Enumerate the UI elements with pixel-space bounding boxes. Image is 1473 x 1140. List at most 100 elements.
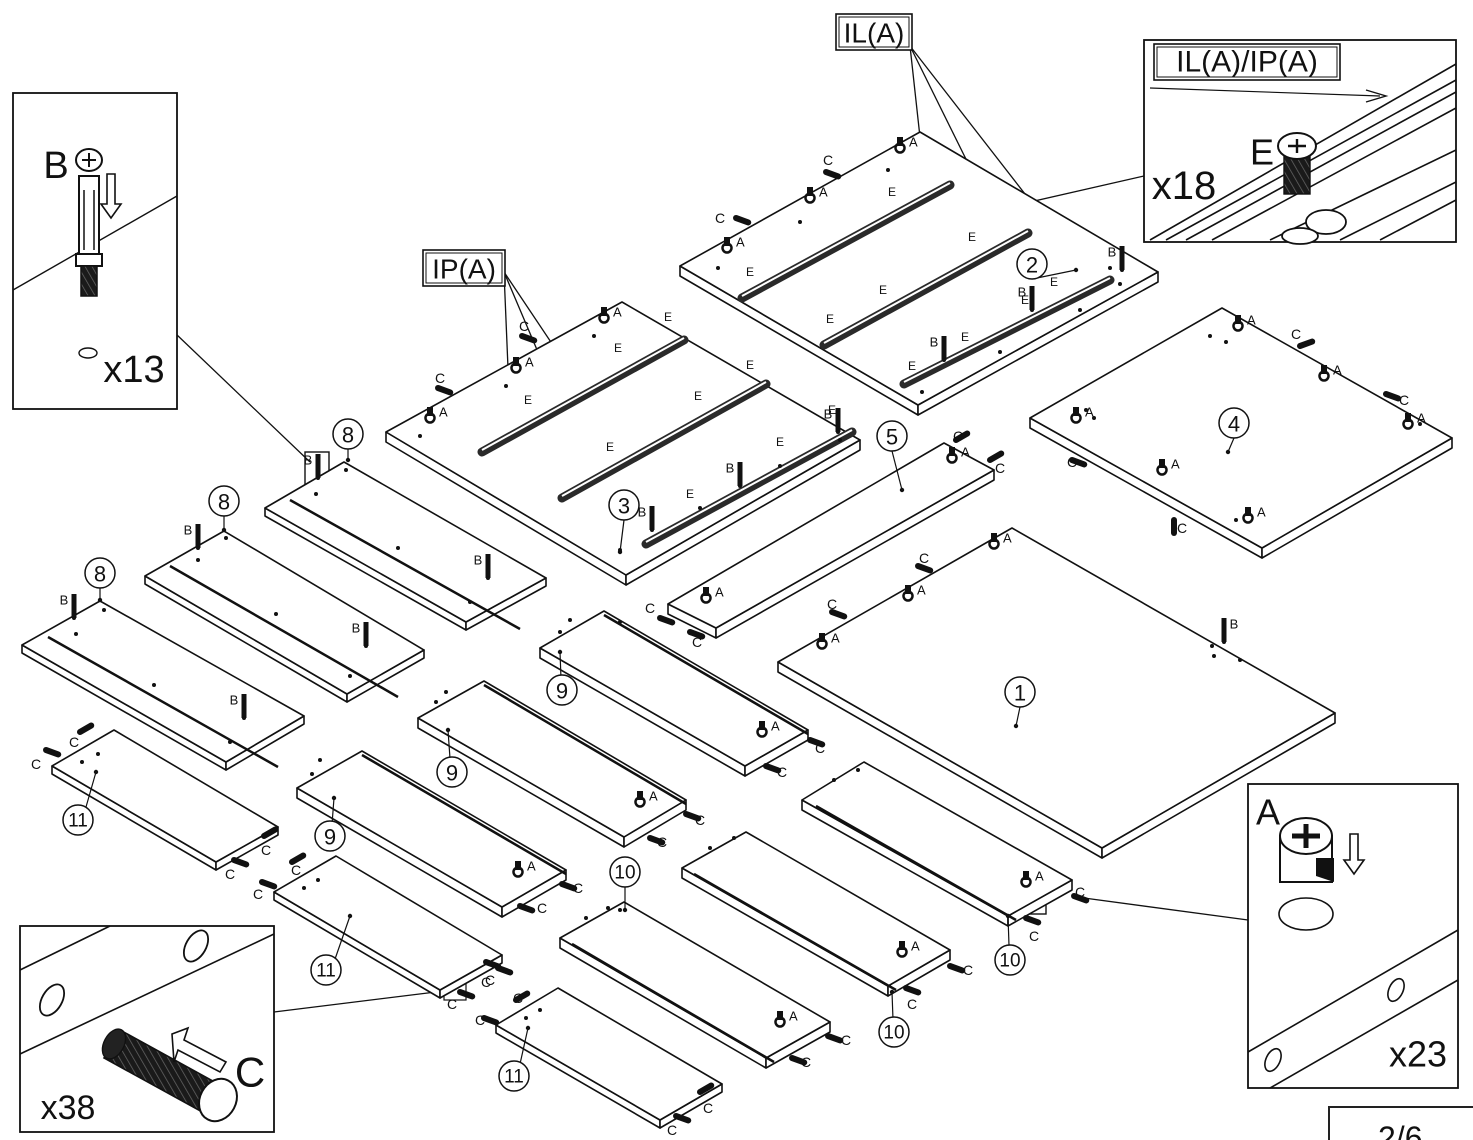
inset-cam-lock-qty: x23 bbox=[1389, 1034, 1447, 1075]
drill-hole bbox=[152, 683, 156, 687]
cam-bolt-slot bbox=[82, 153, 96, 167]
dowel-marker bbox=[673, 1113, 692, 1124]
part-leader bbox=[1227, 437, 1235, 453]
cam-lock-letter: A bbox=[771, 719, 780, 734]
cam-bolt-hole-icon bbox=[78, 347, 98, 359]
dowel-letter: C bbox=[481, 974, 491, 990]
panel-1-face bbox=[777, 527, 1336, 849]
cam-lock-letter: A bbox=[789, 1009, 798, 1024]
cam-bolt-letter: B bbox=[1230, 617, 1239, 632]
dowel-marker bbox=[261, 826, 279, 839]
cam-lock-letter: A bbox=[1171, 457, 1180, 472]
cam-bolt-marker bbox=[1221, 618, 1227, 642]
drill-hole bbox=[886, 168, 890, 172]
cam-bolt-hole bbox=[486, 576, 490, 580]
cam-bolt-hole bbox=[650, 528, 654, 532]
panel-groove bbox=[483, 683, 687, 806]
drill-hole bbox=[1078, 308, 1082, 312]
screw-letter: E bbox=[888, 185, 896, 199]
panel-9b-face bbox=[417, 680, 687, 838]
drill-hole bbox=[302, 886, 306, 890]
drill-hole bbox=[538, 1008, 542, 1012]
part-anchor-dot bbox=[1073, 267, 1079, 273]
screw-letter: E bbox=[828, 403, 836, 417]
dowel-back bbox=[101, 1028, 127, 1060]
dowel-marker bbox=[495, 965, 514, 976]
drill-hole bbox=[592, 334, 596, 338]
screw-letter: E bbox=[606, 440, 614, 454]
rail-2c-highlight bbox=[903, 277, 1111, 383]
part-anchor-dot bbox=[93, 769, 99, 775]
dowel-letter: C bbox=[953, 428, 963, 444]
cam-lock-notch bbox=[1316, 858, 1334, 882]
cam-lock-top bbox=[759, 721, 765, 730]
cam-lock-cross bbox=[1292, 824, 1320, 848]
drill-hole bbox=[1084, 408, 1088, 412]
dowel-marker bbox=[953, 430, 971, 443]
dowel-letter: C bbox=[1177, 520, 1187, 536]
inset-panel-edge bbox=[19, 933, 275, 1055]
screw-letter: E bbox=[746, 358, 754, 372]
panel-5 bbox=[667, 442, 995, 639]
part-leader bbox=[1015, 706, 1021, 727]
screw-letter: E bbox=[776, 435, 784, 449]
inset-panel-edge bbox=[1269, 979, 1459, 1089]
part-leader bbox=[619, 519, 625, 553]
cam-lock-top bbox=[899, 941, 905, 950]
dowel-marker bbox=[829, 609, 848, 620]
part-label-p3: 3 bbox=[618, 494, 630, 519]
cam-bolt-letter: B bbox=[352, 621, 361, 636]
callout-il-inner bbox=[838, 16, 910, 48]
dowel-letter: C bbox=[537, 900, 547, 916]
dowel-letter: C bbox=[291, 862, 301, 878]
part-anchor-dot bbox=[1005, 913, 1011, 919]
part-label-p11c: 11 bbox=[504, 1067, 524, 1088]
dowel-letter: C bbox=[657, 834, 667, 850]
part-label-circle-p3 bbox=[608, 489, 640, 521]
cam-lock-letter: A bbox=[909, 135, 918, 150]
drill-hole bbox=[344, 468, 348, 472]
dowel-letter: C bbox=[1067, 454, 1077, 470]
panel-1 bbox=[777, 527, 1336, 859]
panel-groove bbox=[47, 635, 279, 769]
dowel-letter: C bbox=[261, 842, 271, 858]
leader-dowel bbox=[273, 989, 453, 1013]
rail-3c-highlight bbox=[645, 429, 853, 543]
rail-3b-highlight bbox=[561, 381, 767, 497]
screw-cross bbox=[1288, 139, 1306, 153]
cam-bolt-letter: B bbox=[184, 523, 193, 538]
inset-panel-edge bbox=[19, 925, 111, 971]
drill-hole bbox=[920, 390, 924, 394]
dowel-marker bbox=[987, 450, 1005, 463]
cam-lock-letter: A bbox=[1257, 505, 1266, 520]
part-anchor-dot bbox=[445, 727, 451, 733]
dowel-marker bbox=[517, 903, 536, 914]
cam-bolt-hole bbox=[364, 644, 368, 648]
rail-2b-highlight bbox=[823, 230, 1029, 344]
dowel-marker bbox=[289, 852, 307, 865]
cam-bolt-marker bbox=[485, 554, 491, 578]
rail-2c bbox=[899, 275, 1115, 389]
drill-hole bbox=[316, 878, 320, 882]
screw-letter: E bbox=[664, 310, 672, 324]
cam-lock-letter: A bbox=[831, 631, 840, 646]
drill-hole bbox=[1238, 658, 1242, 662]
cam-lock-letter: A bbox=[961, 445, 970, 460]
dowel-marker bbox=[457, 989, 476, 1000]
part-label-circle-p5 bbox=[876, 420, 908, 452]
panel-groove bbox=[571, 942, 775, 1064]
drill-hole bbox=[102, 608, 106, 612]
cam-bolt-letter: B bbox=[824, 407, 833, 422]
drill-hole bbox=[1212, 654, 1216, 658]
dowel-marker bbox=[77, 722, 95, 735]
drill-hole bbox=[998, 350, 1002, 354]
panel-11c bbox=[495, 987, 723, 1129]
part-anchor-dot bbox=[347, 913, 353, 919]
rail-2b bbox=[819, 228, 1033, 350]
cam-bolt-hole bbox=[1120, 268, 1124, 272]
cam-lock-letter: A bbox=[736, 235, 745, 250]
drill-hole bbox=[348, 674, 352, 678]
cam-lock-top bbox=[1405, 413, 1411, 422]
cam-bolt-marker bbox=[195, 524, 201, 548]
